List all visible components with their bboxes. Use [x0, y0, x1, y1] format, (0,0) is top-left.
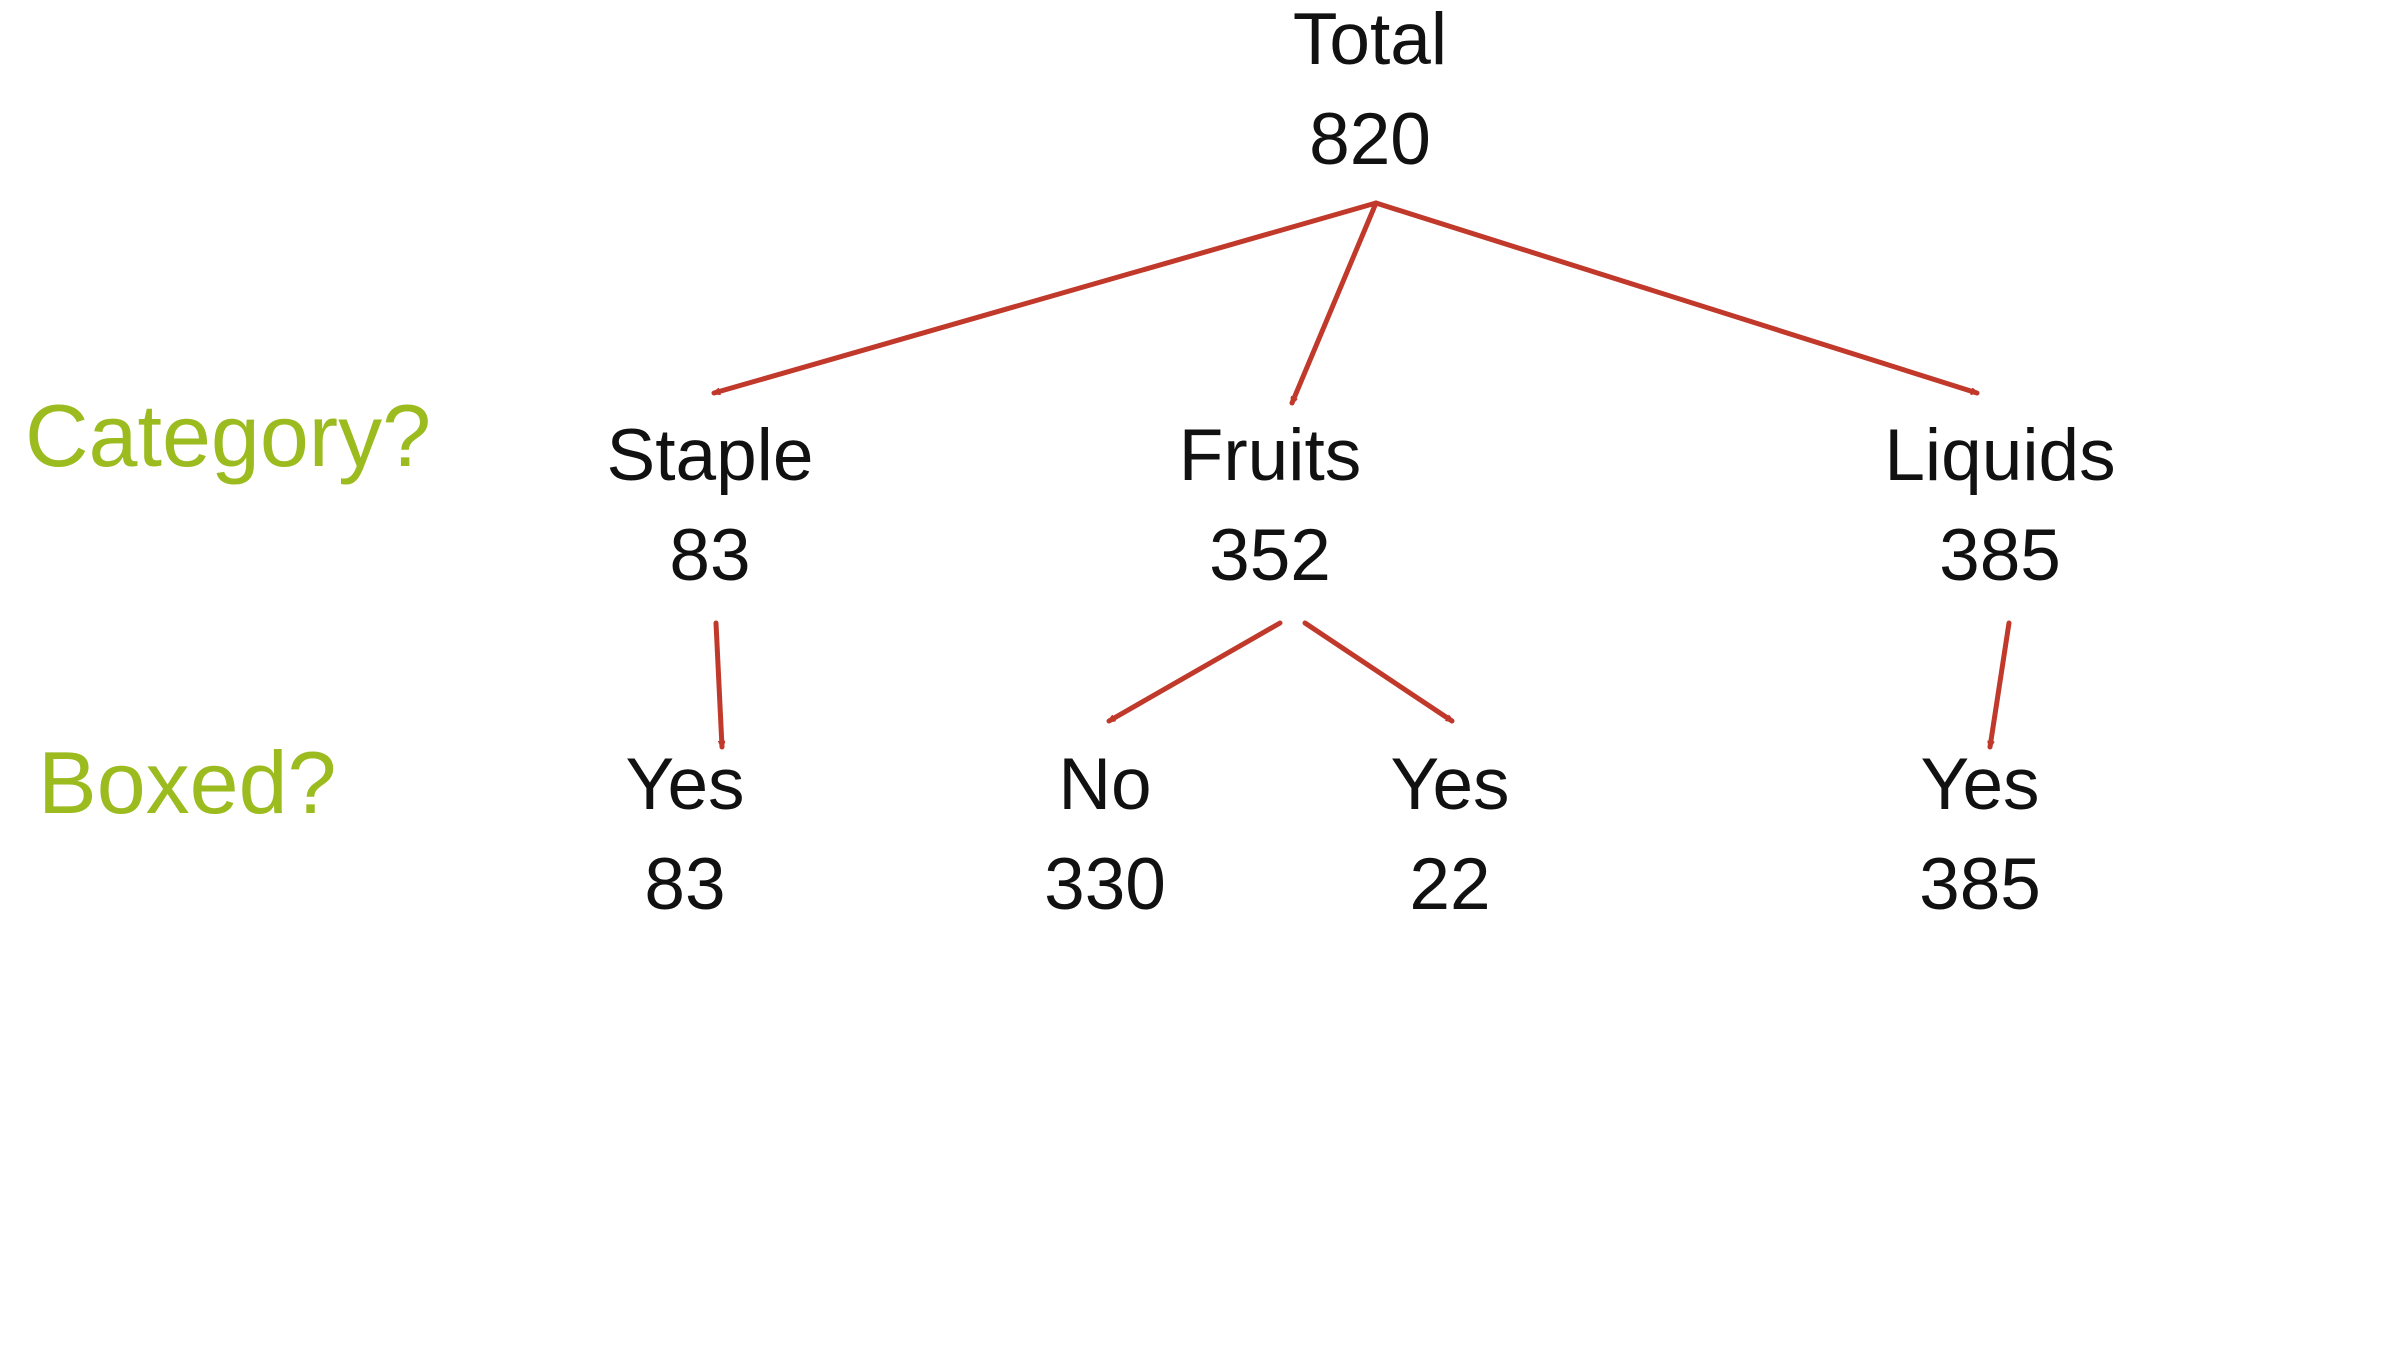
- node-count: 820: [1309, 99, 1431, 180]
- node-fruits-yes: Yes 22: [1270, 735, 1630, 935]
- arrow-fruits-to-yes: [1302, 620, 1455, 724]
- arrow-total-to-liquids: [1373, 200, 1980, 396]
- node-label: No: [1058, 744, 1152, 825]
- node-label: Total: [1292, 0, 1448, 80]
- node-label: Staple: [606, 415, 814, 496]
- node-label: Yes: [1920, 744, 2040, 825]
- arrow-staple-to-yes: [713, 620, 722, 750]
- node-label: Yes: [1390, 744, 1510, 825]
- node-liquids-yes: Yes 385: [1800, 735, 2160, 935]
- category-question-label: Category?: [25, 386, 432, 485]
- node-count: 385: [1919, 844, 2041, 925]
- boxed-question-label: Boxed?: [38, 733, 337, 832]
- node-count: 385: [1939, 515, 2061, 596]
- node-count: 83: [644, 844, 726, 925]
- node-count: 83: [669, 515, 751, 596]
- node-label: Yes: [625, 744, 745, 825]
- node-count: 22: [1409, 844, 1491, 925]
- node-label: Fruits: [1178, 415, 1362, 496]
- node-staple: Staple 83: [530, 406, 890, 606]
- arrow-liquids-to-yes: [1990, 620, 2012, 750]
- node-count: 330: [1044, 844, 1166, 925]
- node-count: 352: [1209, 515, 1331, 596]
- node-total: Total 820: [1190, 0, 1550, 190]
- arrow-total-to-fruits: [1289, 200, 1379, 406]
- arrow-fruits-to-no: [1106, 620, 1283, 724]
- node-label: Liquids: [1884, 415, 2116, 496]
- node-fruits-no: No 330: [925, 735, 1285, 935]
- node-fruits: Fruits 352: [1090, 406, 1450, 606]
- node-staple-yes: Yes 83: [505, 735, 865, 935]
- node-liquids: Liquids 385: [1820, 406, 2180, 606]
- arrow-total-to-staple: [711, 200, 1379, 396]
